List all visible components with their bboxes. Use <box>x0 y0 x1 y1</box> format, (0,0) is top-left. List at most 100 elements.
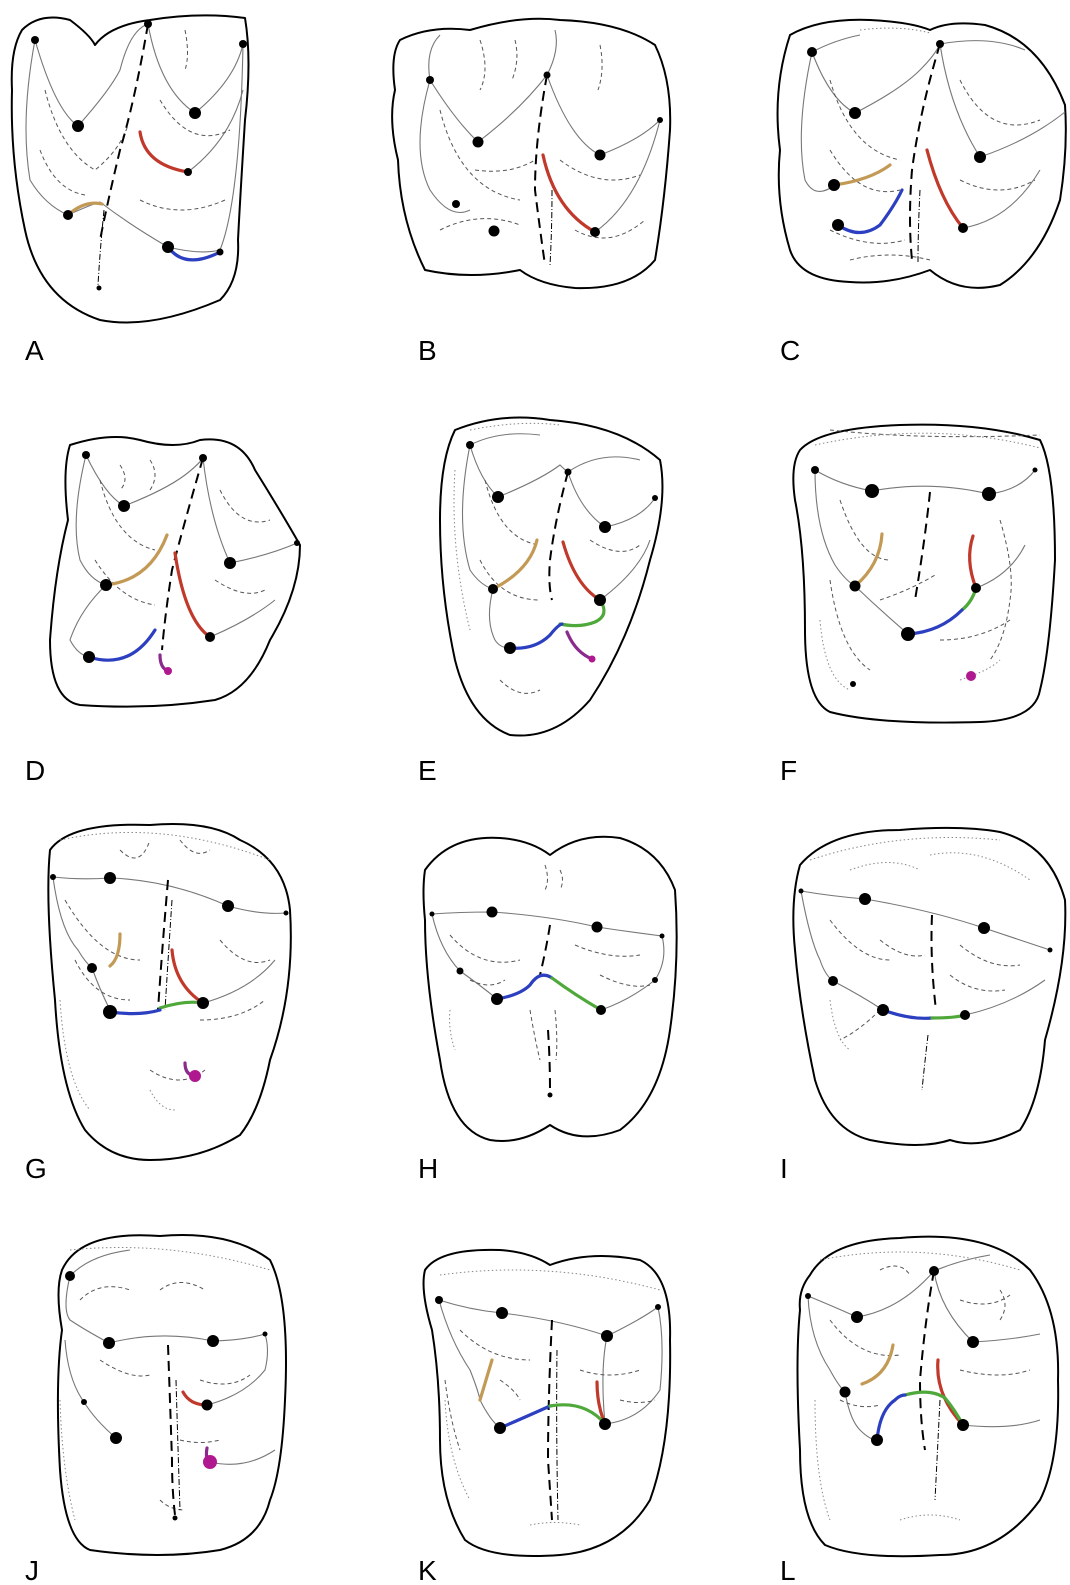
cusp-dot <box>473 137 484 148</box>
cusp-dot <box>929 1266 939 1276</box>
cusp-dot <box>652 495 658 501</box>
cusp-dot <box>81 1399 87 1405</box>
cusp-dot <box>87 963 97 973</box>
panel-e: E <box>418 418 662 786</box>
cusp-dot <box>1033 468 1038 473</box>
cusp-dot <box>805 1293 811 1299</box>
cusp-dot <box>207 1335 219 1347</box>
cusp-dot <box>494 1422 506 1434</box>
cusp-dot <box>72 120 84 132</box>
cusp-dot <box>430 912 435 917</box>
cusp-dot <box>50 874 56 880</box>
panel-label: A <box>25 335 44 366</box>
cusp-dot <box>957 1419 969 1431</box>
cusp-dot <box>877 1004 889 1016</box>
red-crest <box>927 150 963 228</box>
cusp-dot <box>457 968 464 975</box>
cusp-dot <box>224 557 236 569</box>
red-crest <box>563 542 600 600</box>
cusp-dot <box>222 900 234 912</box>
cusp-dot-magenta <box>966 671 976 681</box>
cusp-dot <box>849 107 861 119</box>
cusp-dot <box>807 47 817 57</box>
cusp-dot <box>828 179 840 191</box>
green-crest <box>905 1392 963 1425</box>
blue-crest <box>497 975 552 999</box>
cusp-dot <box>217 249 224 256</box>
cusp-dot <box>594 594 606 606</box>
panel-label: E <box>418 755 437 786</box>
cusp-dot <box>859 893 871 905</box>
cusp-dot <box>871 1434 883 1446</box>
blue-crest <box>883 1010 932 1018</box>
cusp-dot <box>799 889 804 894</box>
tooth-outline <box>793 425 1055 723</box>
cusp-dot <box>548 1093 553 1098</box>
cusp-dot <box>974 151 986 163</box>
panel-k: K <box>418 1250 670 1585</box>
cusp-dot <box>978 922 990 934</box>
cusp-dot <box>173 1516 178 1521</box>
cusp-dot <box>958 223 968 233</box>
cusp-dot <box>488 584 498 594</box>
tan-crest <box>855 534 882 586</box>
panel-label: H <box>418 1153 438 1184</box>
cusp-dot <box>599 1418 611 1430</box>
cusp-dot <box>435 1296 443 1304</box>
panel-label: I <box>780 1153 788 1184</box>
cusp-dot <box>496 1307 508 1319</box>
panel-h: H <box>418 837 677 1184</box>
blue-crest <box>89 630 155 660</box>
cusp-dot <box>840 1387 851 1398</box>
cusp-dot <box>936 40 944 48</box>
cusp-dot <box>489 226 500 237</box>
panel-g: G <box>25 824 291 1184</box>
tooth-outline <box>798 1237 1059 1557</box>
cusp-dot <box>162 241 174 253</box>
cusp-dot <box>660 934 665 939</box>
cusp-dot <box>100 579 112 591</box>
blue-crest <box>908 610 962 634</box>
cusp-dot <box>652 977 658 983</box>
blue-crest <box>877 1395 905 1440</box>
panel-label: K <box>418 1555 437 1585</box>
cusp-dot <box>850 581 861 592</box>
cusp-dot <box>832 219 844 231</box>
cusp-dot <box>487 907 498 918</box>
cusp-dot <box>189 107 201 119</box>
panel-i: I <box>780 828 1065 1184</box>
cusp-dot <box>284 911 289 916</box>
panel-label: D <box>25 755 45 786</box>
cusp-dot <box>865 484 879 498</box>
cusp-dot <box>83 651 95 663</box>
tan-crest <box>480 1360 492 1400</box>
cusp-dot <box>466 441 474 449</box>
red-crest <box>172 950 203 1003</box>
cusp-dot <box>492 491 504 503</box>
cusp-dot <box>110 1432 122 1444</box>
tooth-outline <box>793 828 1065 1145</box>
tooth-outline <box>392 19 670 288</box>
cusp-dot <box>1048 948 1053 953</box>
cusp-dot-magenta <box>164 667 172 675</box>
cusp-dot <box>205 632 215 642</box>
cusp-dot <box>595 150 606 161</box>
panel-c: C <box>778 20 1066 366</box>
panel-label: L <box>780 1555 796 1585</box>
cusp-dot <box>599 521 611 533</box>
purple-crest <box>567 632 592 659</box>
cusp-dot <box>504 642 516 654</box>
panel-label: G <box>25 1153 47 1184</box>
cusp-dot <box>426 76 434 84</box>
blue-crest <box>838 190 902 233</box>
panel-l: L <box>780 1237 1058 1585</box>
panel-a: A <box>12 15 249 366</box>
cusp-dot <box>982 487 996 501</box>
cusp-dot <box>601 1330 613 1342</box>
tooth-outline <box>12 15 249 322</box>
cusp-dot <box>590 227 600 237</box>
cusp-dot <box>31 36 39 44</box>
green-crest <box>552 978 601 1010</box>
cusp-dot <box>263 1332 268 1337</box>
